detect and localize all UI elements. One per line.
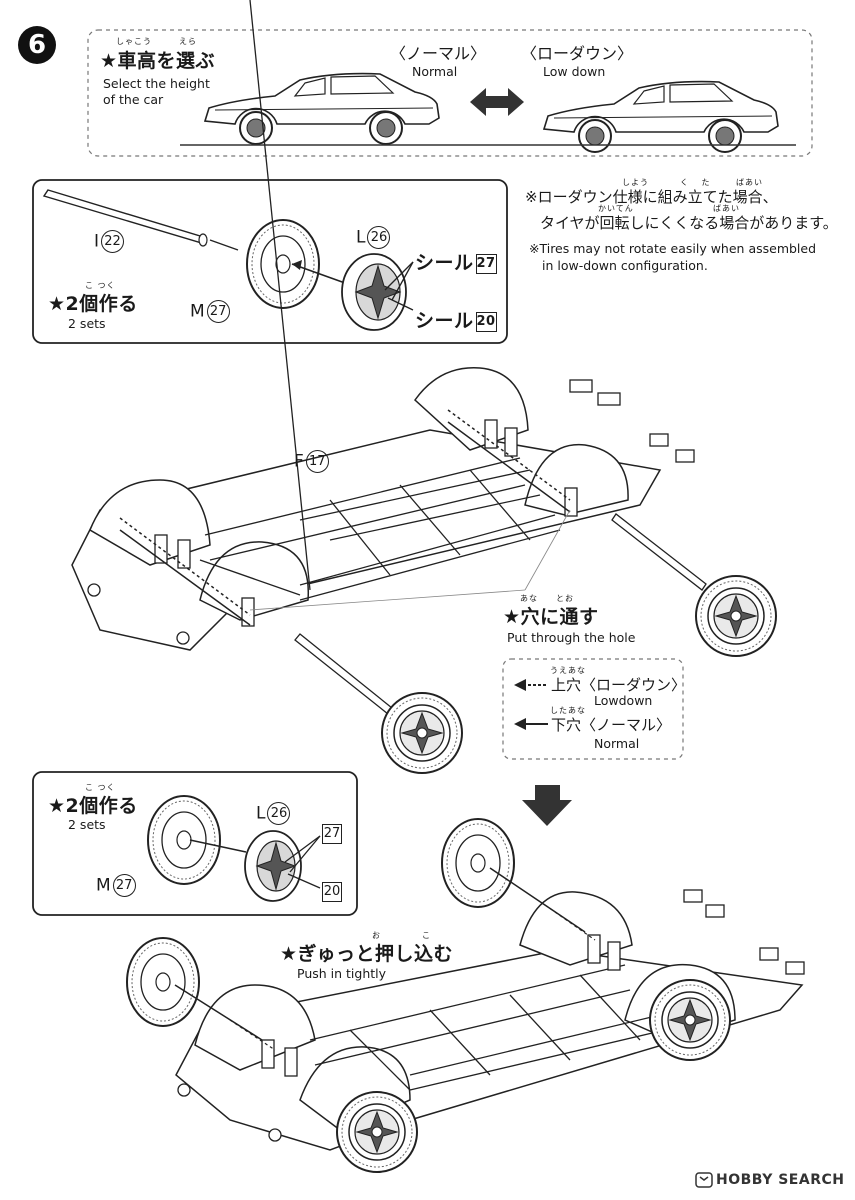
- watermark: HOBBY SEARCH: [716, 1172, 845, 1188]
- normal-label-jp: 〈ノーマル〉: [390, 44, 487, 63]
- note-en-1: ※Tires may not rotate easily when assemb…: [529, 241, 817, 256]
- make-two-top: ★2個作る: [48, 293, 138, 315]
- lowdown-label-jp: 〈ローダウン〉: [521, 44, 634, 63]
- note-en-2: in low-down configuration.: [542, 258, 708, 273]
- note-ruby-a: しよう: [622, 178, 649, 187]
- part-f-number: 17: [305, 450, 329, 473]
- push-ruby-b: こ: [422, 931, 431, 940]
- make-two-bottom-en: 2 sets: [68, 817, 106, 832]
- height-select-title: ★車高を選ぶ: [100, 50, 216, 72]
- seal-a-number: 27: [475, 253, 497, 274]
- part-m-letter: M: [190, 301, 205, 322]
- make-two-top-en: 2 sets: [68, 316, 106, 331]
- note-ruby-c: ばあい: [736, 178, 763, 187]
- part-i-letter: I: [94, 231, 100, 252]
- upper-hole-en: Lowdown: [594, 693, 653, 708]
- hole-ruby-b: とお: [556, 594, 574, 603]
- part-l-letter: L: [356, 227, 366, 248]
- step-number: 6: [27, 30, 47, 60]
- bottom-part-m-number: 27: [112, 874, 136, 897]
- note-ruby-d: かいてん: [598, 204, 634, 213]
- lowdown-label-en: Low down: [543, 64, 606, 79]
- bottom-seal-b: 20: [322, 882, 342, 902]
- part-m-number: 27: [206, 300, 230, 323]
- bottom-part-l-number: 26: [267, 802, 291, 825]
- part-f-letter: F: [294, 451, 304, 472]
- push-instruction-en: Push in tightly: [297, 966, 387, 981]
- part-l-number: 26: [367, 226, 391, 249]
- part-i-number: 22: [101, 230, 125, 253]
- seal-b-number: 20: [475, 311, 497, 332]
- seal-a-text: シール: [415, 252, 474, 274]
- note-ruby-b: く た: [680, 178, 711, 187]
- hole-instruction: ★穴に通す: [503, 606, 599, 628]
- height-select-subtitle-1: Select the height: [103, 76, 210, 91]
- height-select-subtitle-2: of the car: [103, 92, 164, 107]
- bottom-seal-a: 27: [322, 824, 342, 844]
- title-ruby-1: しゃこう: [116, 37, 152, 46]
- make-ruby-bottom: こ つく: [85, 783, 116, 792]
- lower-hole-ruby: したあな: [550, 706, 586, 715]
- upper-hole-label: 上穴〈ローダウン〉: [551, 676, 687, 694]
- note-ruby-e: ばあい: [713, 204, 740, 213]
- note-line-1: ※ローダウン仕様に組み立てた場合、: [525, 188, 778, 206]
- hole-ruby-a: あな: [520, 594, 538, 603]
- make-ruby-top: こ つく: [85, 281, 116, 290]
- bottom-part-l-letter: L: [256, 803, 266, 824]
- title-ruby-2: えら: [179, 37, 197, 46]
- note-line-2: タイヤが回転しにくくなる場合があります。: [540, 214, 838, 232]
- hole-instruction-en: Put through the hole: [507, 630, 636, 645]
- lower-hole-label: 下穴〈ノーマル〉: [551, 716, 672, 734]
- upper-hole-ruby: うえあな: [550, 666, 586, 675]
- lower-hole-en: Normal: [594, 736, 640, 751]
- normal-label-en: Normal: [412, 64, 458, 79]
- bottom-part-m-letter: M: [96, 875, 111, 896]
- push-ruby-a: お: [372, 931, 381, 940]
- push-instruction: ★ぎゅっと押し込む: [280, 943, 453, 965]
- make-two-bottom: ★2個作る: [48, 795, 138, 817]
- seal-b-text: シール: [415, 310, 474, 332]
